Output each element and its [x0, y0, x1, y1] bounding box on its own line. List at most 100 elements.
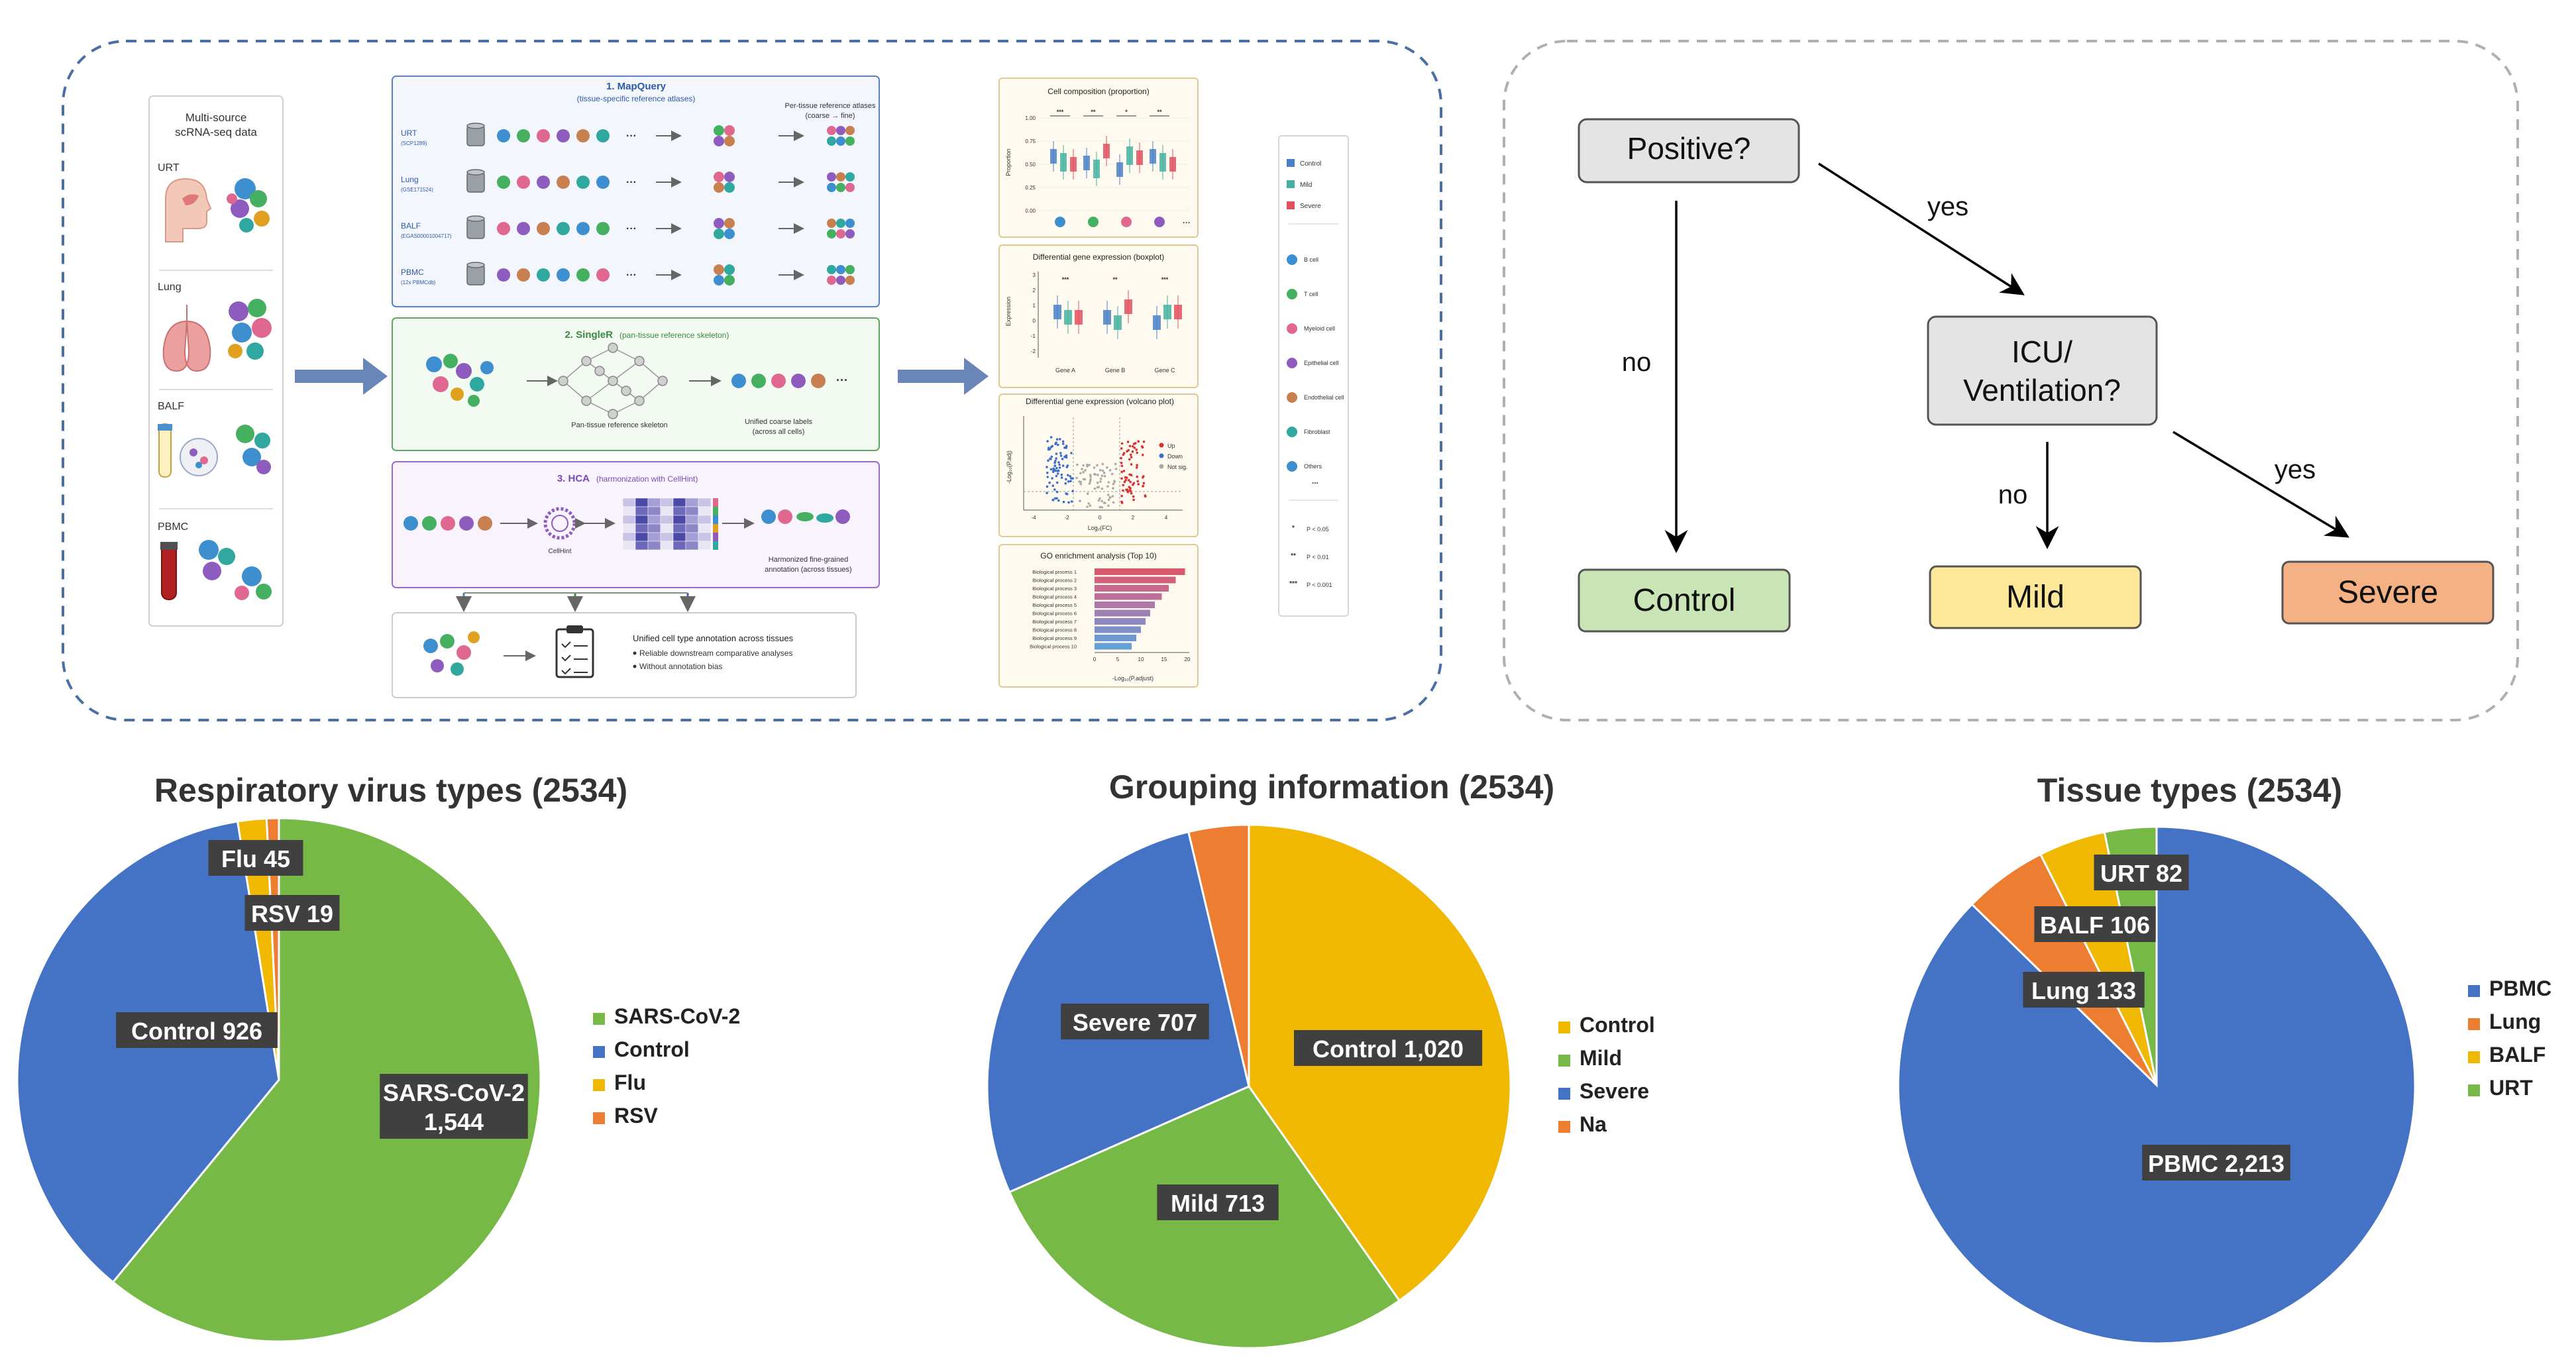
- mild-outcome-text: Mild: [2006, 580, 2065, 615]
- volcano-point: [1055, 457, 1057, 460]
- panel1-box: [1159, 153, 1166, 172]
- legend-cell-icon: [1287, 392, 1297, 403]
- volcano-point: [1096, 481, 1099, 484]
- panel1-box: [1103, 144, 1110, 158]
- volcano-point: [1093, 487, 1097, 490]
- panel2-box: [1163, 305, 1171, 319]
- volcano-point: [1103, 475, 1106, 478]
- legend-group-swatch: [1287, 201, 1295, 209]
- panel1-ylabel: Proportion: [1005, 148, 1012, 176]
- volcano-point: [1060, 476, 1063, 479]
- volcano-point: [1079, 472, 1082, 475]
- panel2-sig: **: [1112, 276, 1118, 283]
- volcano-point: [1062, 443, 1065, 445]
- fine-cell: [845, 276, 855, 285]
- control-outcome-box: [1578, 568, 1791, 633]
- ellipsis: ···: [626, 223, 637, 235]
- unified-coarse-cells: ···: [731, 374, 848, 388]
- legend-cell-icon: [1287, 289, 1297, 299]
- volcano-point: [1048, 481, 1051, 484]
- panel2-ytick: 0: [1033, 318, 1036, 324]
- volcano-point: [1102, 471, 1106, 474]
- pie-slice-label: Mild 713: [1157, 1184, 1279, 1220]
- fine-cell: [827, 136, 836, 146]
- panel4-xlabel: -Log₁₀(P.adjust): [1112, 675, 1154, 682]
- pie-legend-label: Severe: [1580, 1079, 1649, 1103]
- fine-cell: [827, 172, 836, 182]
- volcano-point: [1061, 464, 1065, 467]
- mapquery-row-name: Lung: [401, 175, 419, 184]
- unified-bullet-2: Without annotation bias: [639, 662, 722, 671]
- volcano-point: [1055, 438, 1059, 441]
- volcano-point: [1079, 499, 1081, 502]
- go-bar: [1095, 609, 1150, 617]
- control-outcome-text: Control: [1633, 583, 1736, 618]
- heatmap-cell: [660, 532, 674, 542]
- volcano-point: [1120, 477, 1123, 480]
- volcano-point: [1050, 455, 1053, 458]
- volcano-point: [1089, 504, 1092, 507]
- panel2-box: [1174, 305, 1182, 319]
- database-icon: [466, 215, 485, 239]
- legend-p-label: P < 0.001: [1307, 582, 1332, 588]
- cell-icon: [596, 268, 610, 282]
- ellipsis: ···: [626, 270, 637, 281]
- volcano-point: [1054, 443, 1057, 445]
- balf-cluster-icon: [236, 425, 271, 474]
- fine-cell: [845, 136, 855, 146]
- fine-cell: [836, 276, 845, 285]
- panel1-boxes: ********···: [1050, 109, 1191, 227]
- legend-group-swatch: [1287, 159, 1295, 167]
- pie-slice-urt: [2103, 825, 2158, 1086]
- volcano-point: [1089, 476, 1092, 478]
- volcano-point: [1049, 468, 1053, 471]
- volcano-point: [1058, 466, 1061, 469]
- go-term-label: Biological process 8: [1032, 627, 1077, 633]
- urt-cluster-icon: [227, 178, 270, 233]
- panel1-cell-icon: [1088, 217, 1099, 227]
- pie-legend-label: PBMC: [2489, 976, 2551, 1000]
- heatmap-cell: [685, 532, 699, 542]
- volcano-point: [1120, 442, 1124, 445]
- pie-slice-label: Flu 45: [208, 840, 303, 876]
- harmonized-2: annotation (across tissues): [765, 566, 851, 574]
- volcano-point: [1097, 486, 1100, 488]
- volcano-point: [1122, 489, 1124, 492]
- volcano-point: [1120, 462, 1123, 464]
- unified-coarse-2: (across all cells): [753, 428, 805, 436]
- pie-title: Grouping information (2534): [1109, 768, 1554, 806]
- heatmap-cell: [635, 515, 649, 525]
- source-item-urt: URT: [158, 162, 180, 174]
- volcano-point: [1099, 468, 1102, 472]
- go-bar: [1095, 643, 1132, 650]
- panel3-xlabel: Log₂(FC): [1088, 525, 1112, 531]
- pie-chart-2: Grouping information (2534)Control 1,020…: [986, 768, 1655, 1349]
- pie-legend-label: Mild: [1580, 1046, 1622, 1070]
- source-panel: Multi-source scRNA-seq data URT Lung: [148, 95, 284, 627]
- heatmap-cell: [672, 506, 686, 516]
- pie-chart-1: Respiratory virus types (2534)SARS-CoV-2…: [16, 772, 740, 1343]
- pie-slice-na: [1187, 823, 1250, 1087]
- volcano-point: [1112, 501, 1115, 504]
- panel2-box: [1064, 310, 1072, 325]
- go-term-label: Biological process 2: [1032, 578, 1077, 584]
- volcano-point: [1070, 500, 1073, 503]
- pie-slice-label-text: Flu 45: [221, 845, 290, 872]
- volcano-point: [1087, 502, 1090, 505]
- panel3-xtick: 2: [1132, 515, 1135, 521]
- positive-question-text: Positive?: [1627, 131, 1751, 166]
- volcano-point: [1112, 482, 1115, 486]
- cellhint-label: CellHint: [548, 548, 571, 555]
- lung-icon: [162, 305, 211, 372]
- volcano-point: [1107, 481, 1110, 484]
- mapquery-row-name: PBMC: [401, 268, 424, 277]
- volcano-point: [1076, 463, 1079, 466]
- volcano-point: [1142, 485, 1144, 488]
- heatmap-cell: [698, 498, 712, 507]
- fine-cell: [836, 126, 845, 135]
- volcano-point: [1112, 487, 1114, 490]
- coarse-cell: [714, 136, 724, 146]
- legend-p-label: P < 0.05: [1307, 526, 1329, 533]
- go-bar: [1095, 585, 1169, 592]
